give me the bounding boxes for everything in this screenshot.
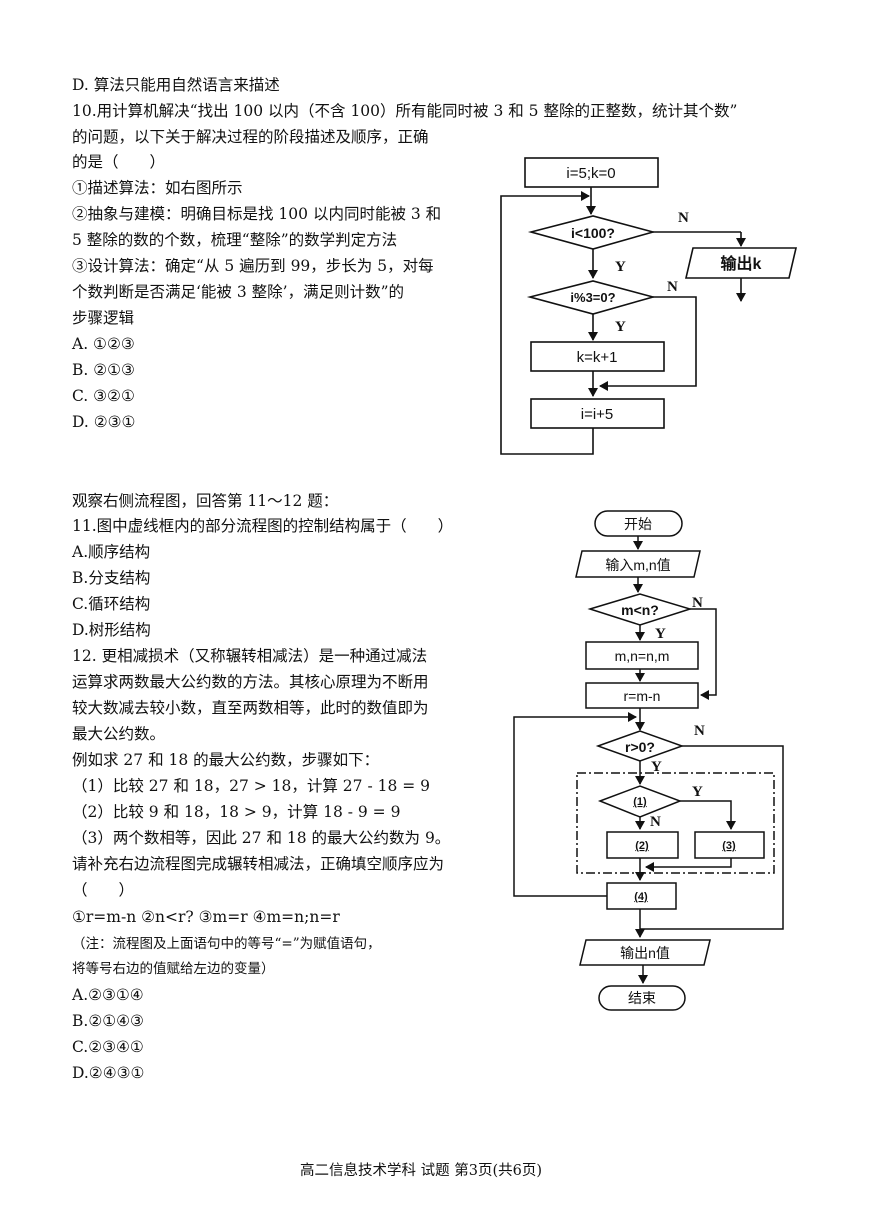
q12-line-1: 12. 更相减损术（又称辗转相减法）是一种通过减法	[72, 647, 428, 665]
fc2-output-parallelogram	[579, 939, 711, 966]
fc1-loop-back	[500, 191, 594, 455]
q12-option-b: B.②①④③	[72, 1012, 144, 1030]
q10-line-6: 5 整除的数的个数，梳理“整除”的数学判定方法	[72, 231, 398, 249]
fc2-blank2-text: (2)	[635, 840, 649, 852]
fc2-cond1-text: m<n?	[621, 602, 659, 618]
q12-line-6: （1）比较 27 和 18，27 > 18，计算 27 - 18 = 9	[72, 777, 431, 795]
q10-line-9: 步骤逻辑	[72, 309, 135, 327]
fc2-output-text: 输出n值	[620, 945, 670, 961]
page-footer: 高二信息技术学科 试题 第3页(共6页)	[300, 1163, 542, 1179]
fc2-input-text: 输入m,n值	[605, 557, 670, 573]
intro-11-12: 观察右侧流程图，回答第 11～12 题：	[72, 492, 339, 510]
fc1-label-n1: N	[678, 210, 689, 226]
q10-flowchart	[500, 157, 798, 455]
fc2-blank3-text: (3)	[722, 840, 736, 852]
q12-line-8: （3）两个数相等，因此 27 和 18 的最大公约数为 9。	[72, 829, 451, 847]
fc2-end-text: 结束	[628, 990, 656, 1006]
fc2-arrow-blank1-yes	[680, 800, 736, 830]
q12-line-4: 最大公约数。	[72, 725, 166, 743]
q12-line-10: （ ）	[72, 881, 135, 899]
fc1-arrow-cond2-no	[599, 296, 697, 391]
q12-line-3: 较大数减去较小数，直至两数相等，此时的数值即为	[72, 699, 429, 717]
q12-note-1: （注：流程图及上面语句中的等号“=”为赋值语句，	[72, 936, 381, 952]
q12-line-9: 请补充右边流程图完成辗转相减法，正确填空顺序应为	[72, 855, 445, 873]
q12-option-d: D.②④③①	[72, 1064, 145, 1082]
fc1-cond1-text: i<100?	[571, 225, 615, 241]
q11-option-d: D.树形结构	[72, 621, 151, 639]
fc2-sub-text: r=m-n	[624, 688, 661, 704]
q10-line-4: ①描述算法：如右图所示	[72, 179, 243, 197]
q10-option-a: A. ①②③	[72, 335, 135, 353]
fc1-output-text: 输出k	[721, 254, 762, 273]
q10-line-2: 的问题，以下关于解决过程的阶段描述及顺序，正确	[72, 128, 429, 146]
q12-line-2: 运算求两数最大公约数的方法。其核心原理为不断用	[72, 673, 429, 691]
fc2-label-y2: Y	[651, 759, 662, 775]
q10-line-5: ②抽象与建模：明确目标是找 100 以内同时能被 3 和	[72, 205, 442, 223]
q12-note-2: 将等号右边的值赋给左边的变量）	[72, 961, 275, 977]
q10-option-b: B. ②①③	[72, 361, 135, 379]
fc2-label-n2: N	[694, 723, 705, 739]
fc1-output-parallelogram	[684, 247, 798, 279]
fc2-blank3-box	[694, 831, 765, 859]
q10-option-d: D. ②③①	[72, 413, 136, 431]
fc2-sub-box	[585, 682, 699, 709]
fc2-blank2-box	[606, 831, 679, 859]
fc1-label-y2: Y	[615, 319, 626, 335]
fc2-swap-box	[585, 641, 699, 670]
q11-stem: 11.图中虚线框内的部分流程图的控制结构属于（ ）	[72, 517, 454, 535]
fc1-step2-box	[530, 398, 665, 429]
fc1-step2-text: i=i+5	[581, 406, 614, 423]
fc2-dashed-box	[576, 772, 775, 874]
fc2-blank4-box	[606, 882, 677, 910]
q10-line-7: ③设计算法：确定“从 5 遍历到 99，步长为 5，对每	[72, 257, 434, 275]
fc2-label-n1: N	[692, 595, 703, 611]
fc1-init-box	[524, 157, 659, 188]
fc2-input-parallelogram	[575, 550, 701, 578]
q12-option-c: C.②③④①	[72, 1038, 144, 1056]
fc2-blank1-text: (1)	[633, 796, 647, 808]
q12-flowchart	[513, 510, 784, 1011]
fc1-cond2-text: i%3=0?	[570, 290, 615, 305]
fc1-step1-box	[530, 341, 665, 372]
q10-line-3: 的是（ ）	[72, 153, 166, 171]
fc2-cond2-text: r>0?	[625, 739, 655, 755]
q10-line-8: 个数判断是否满足‘能被 3 整除’，满足则计数”的	[72, 283, 404, 301]
q10-line-1: 10.用计算机解决“找出 100 以内（不含 100）所有能同时被 3 和 5 …	[72, 102, 738, 120]
q11-option-b: B.分支结构	[72, 569, 151, 587]
fc2-blank4-text: (4)	[634, 891, 648, 903]
q12-line-7: （2）比较 9 和 18，18 > 9，计算 18 - 9 = 9	[72, 803, 401, 821]
fc1-label-n2: N	[667, 279, 678, 295]
fc1-step1-text: k=k+1	[577, 349, 618, 366]
fc2-arrow-cond2-no	[640, 745, 784, 930]
q12-line-11: ①r=m-n ②n<r? ③m=r ④m=n;n=r	[72, 908, 340, 926]
fc2-label-y3: Y	[692, 784, 703, 800]
fc1-init-text: i=5;k=0	[566, 165, 615, 182]
fc1-label-y1: Y	[615, 259, 626, 275]
q12-option-a: A.②③①④	[72, 986, 144, 1004]
fc2-start-text: 开始	[624, 516, 652, 532]
fc2-arrow-blank3-merge	[645, 858, 732, 872]
q11-option-a: A.顺序结构	[72, 543, 151, 561]
fc2-end-terminal	[598, 985, 686, 1011]
fc2-loop-back	[513, 712, 637, 897]
fc2-label-n3: N	[650, 814, 661, 830]
fc2-label-y1: Y	[655, 626, 666, 642]
q11-option-c: C.循环结构	[72, 595, 151, 613]
q9-option-d: D. 算法只能用自然语言来描述	[72, 76, 280, 94]
q12-line-5: 例如求 27 和 18 的最大公约数，步骤如下：	[72, 751, 380, 769]
fc2-arrow-cond1-no	[690, 608, 717, 700]
fc2-swap-text: m,n=n,m	[615, 648, 670, 664]
q10-option-c: C. ③②①	[72, 387, 135, 405]
